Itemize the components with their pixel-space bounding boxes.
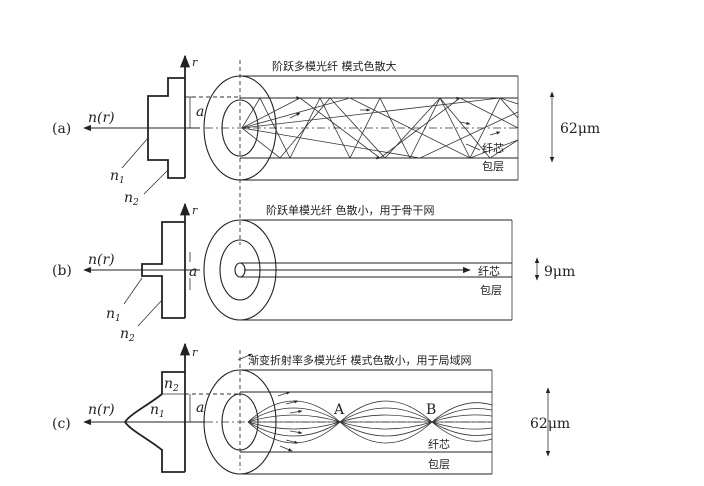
n2-label: n2 xyxy=(124,190,139,208)
panel-tag: (b) xyxy=(52,263,72,279)
cladding-label: 包层 xyxy=(428,458,450,471)
ray-3 xyxy=(247,407,493,437)
a-label: a xyxy=(189,264,197,280)
ray-4 xyxy=(247,407,493,437)
core-circle xyxy=(234,262,246,278)
point-b-label: B xyxy=(426,402,436,418)
panel-tag: (c) xyxy=(52,416,71,432)
ray-3 xyxy=(241,97,519,159)
fiber-title: 渐变折射率多模光纤 模式色散小，用于局域网 xyxy=(248,353,472,367)
core-label: 纤芯 xyxy=(478,264,500,278)
core-label: 纤芯 xyxy=(428,437,450,451)
ray-2 xyxy=(241,97,519,159)
n-r-label: n(r) xyxy=(88,110,115,126)
panel-b: (b) n(r) r a n1 n2 阶跃单模光纤 色散小，用于骨干网 纤芯 包… xyxy=(52,202,575,344)
ray-2 xyxy=(247,400,493,444)
step-index-profile xyxy=(147,77,185,179)
n2-label: n2 xyxy=(164,376,179,394)
cladding-label: 包层 xyxy=(480,284,502,297)
n1-label: n1 xyxy=(110,168,125,186)
ray-1 xyxy=(241,96,519,160)
size-label: 9μm xyxy=(544,264,575,280)
core-label: 纤芯 xyxy=(482,141,504,155)
ray-4 xyxy=(241,111,519,159)
n1-label: n1 xyxy=(150,402,165,420)
fiber-title: 阶跃多模光纤 模式色散大 xyxy=(272,59,397,73)
a-label: a xyxy=(196,104,204,120)
r-label: r xyxy=(192,204,198,217)
step-index-profile xyxy=(141,221,185,319)
panel-a: (a) n(r) r a n1 n2 xyxy=(52,54,600,208)
r-label: r xyxy=(192,346,198,359)
n1-label: n1 xyxy=(106,306,121,324)
panel-c: (c) n(r) r n2 n1 a A B xyxy=(52,342,570,475)
n-r-label: n(r) xyxy=(88,252,115,268)
a-label: a xyxy=(196,400,204,416)
ray-1 xyxy=(247,400,493,444)
ray-5 xyxy=(247,414,493,430)
graded-index-profile xyxy=(123,371,185,473)
ray-6 xyxy=(247,414,493,430)
point-a-label: A xyxy=(333,402,345,418)
size-label: 62μm xyxy=(530,416,570,432)
panel-tag: (a) xyxy=(52,121,71,137)
cladding-label: 包层 xyxy=(482,160,504,173)
n-r-label: n(r) xyxy=(88,402,115,418)
fiber-title: 阶跃单模光纤 色散小，用于骨干网 xyxy=(266,203,435,217)
n2-label: n2 xyxy=(120,326,135,344)
ray-6 xyxy=(241,97,519,159)
size-label: 62μm xyxy=(560,121,600,137)
r-label: r xyxy=(192,56,198,69)
